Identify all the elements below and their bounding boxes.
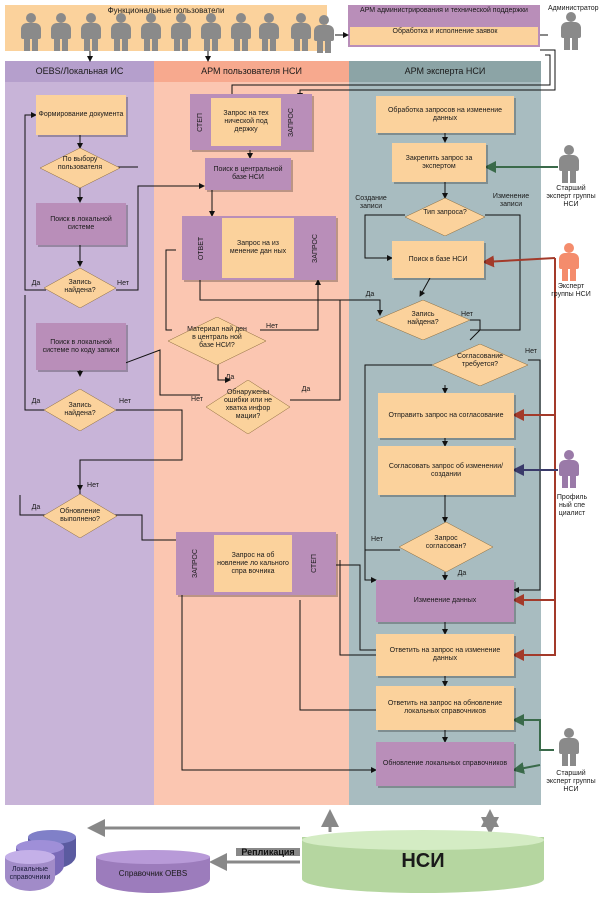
admin-box-title: АРМ администрирования и технической подд…	[360, 7, 528, 14]
request-approved-diamond	[399, 522, 493, 572]
user-icon	[290, 13, 312, 51]
change-record-label: Изменение записи	[492, 193, 530, 208]
send-for-approval-box: Отправить запрос на согласование	[378, 393, 514, 438]
record-found-diamond-2	[44, 389, 116, 431]
record-found-diamond-1	[44, 268, 116, 308]
oebs-ref-label: Справочник OEBS	[118, 869, 188, 878]
request-type-label: Тип запроса?	[423, 209, 467, 216]
administrator-icon	[560, 12, 582, 50]
update-local-box: Обновление локальных справочников	[376, 742, 514, 786]
senior-expert-label: Старший эксперт группы НСИ	[546, 185, 596, 208]
profile-specialist-label: Профиль ный спе циалист	[556, 494, 588, 517]
assign-expert-box: Закрепить запрос за экспертом	[392, 143, 486, 182]
by-choice-diamond	[40, 148, 120, 188]
no-label: Нет	[461, 311, 473, 318]
steg-label-1: СТЕП	[197, 112, 204, 132]
no-label: Нет	[119, 398, 131, 405]
answer-label: ОТВЕТ	[198, 236, 206, 260]
mat-in-central-label: Материал най ден в централь ной базе НСИ…	[187, 326, 247, 349]
user-icon	[20, 13, 42, 51]
by-choice-label: По выбору пользователя	[57, 156, 103, 171]
request-type-diamond	[405, 198, 485, 236]
answer-update-local-box: Ответить на запрос на обновление локальн…	[376, 686, 514, 730]
yes-label: Да	[365, 291, 375, 298]
yes-label: Да	[31, 280, 41, 287]
no-label: Нет	[525, 348, 537, 355]
update-local-request-body: Запрос на об новление ло кального спра в…	[214, 535, 292, 592]
no-label: Нет	[117, 280, 129, 287]
no-label: Нет	[266, 323, 278, 330]
local-refs-db	[5, 850, 55, 892]
record-found-2-label: Запись найдена?	[64, 402, 96, 417]
process-requests-box: Обработка запросов на изменение данных	[376, 96, 514, 133]
approval-needed-diamond	[432, 344, 528, 386]
replication-label: Репликация	[236, 848, 300, 857]
request-label-2: ЗАПРОС	[311, 233, 319, 263]
admin-desk-icon	[313, 15, 335, 53]
nsi-db	[302, 830, 544, 896]
approve-request-box: Согласовать запрос об изменении/создании	[378, 446, 514, 495]
yes-label: Да	[31, 504, 41, 511]
user-icon	[110, 13, 132, 51]
user-icon	[230, 13, 252, 51]
user-icon	[80, 13, 102, 51]
user-icon	[140, 13, 162, 51]
local-refs-label: Локальные справочники	[9, 866, 51, 881]
no-label: Нет	[371, 536, 383, 543]
record-found-3-label: Запись найдена?	[407, 311, 439, 326]
profile-specialist-icon	[558, 450, 580, 488]
errors-found-diamond	[206, 380, 290, 434]
request-label-3: ЗАПРОС	[191, 549, 199, 578]
no-label: Нет	[191, 396, 203, 403]
lane-left-header: OEBS/Локальная ИС	[5, 61, 154, 82]
update-done-label: Обновление выполнено?	[59, 508, 101, 523]
nsi-expert-label: Эксперт группы НСИ	[551, 283, 591, 298]
senior-expert-2-label: Старший эксперт группы НСИ	[546, 770, 596, 793]
change-data-box: Изменение данных	[376, 580, 514, 622]
user-icon	[170, 13, 192, 51]
nsi-label: НСИ	[401, 850, 445, 872]
yes-label: Да	[225, 374, 235, 381]
yes-label: Да	[301, 386, 311, 393]
answer-change-box: Ответить на запрос на изменение данных	[376, 634, 514, 676]
nsi-expert-icon	[558, 243, 580, 281]
update-done-diamond	[43, 494, 117, 538]
lane-right-header: АРМ эксперта НСИ	[349, 61, 541, 82]
user-icon	[50, 13, 72, 51]
mat-in-central-diamond	[168, 317, 266, 365]
local-code-search-box: Поиск в локальной системе по коду записи	[36, 323, 126, 370]
form-document-box: Формирование документа	[36, 95, 126, 135]
no-label: Нет	[87, 482, 99, 489]
steg-label-2: СТЕП	[310, 554, 318, 573]
lane-mid-header: АРМ пользователя НСИ	[154, 61, 349, 82]
user-icon	[258, 13, 280, 51]
record-found-1-label: Запись найдена?	[64, 279, 96, 294]
record-found-diamond-3	[376, 300, 470, 340]
admin-box-sub: Обработка и исполнение заявок	[392, 28, 498, 35]
senior-expert-2-icon	[558, 728, 580, 766]
approval-needed-label: Согласование требуется?	[457, 353, 503, 368]
yes-label: Да	[457, 570, 467, 577]
request-label-1: ЗАПРОС	[288, 107, 295, 137]
user-icon	[200, 13, 222, 51]
tech-request-body: Запрос на тех нической под держку	[211, 98, 281, 146]
admin-box-sub-bg	[350, 27, 538, 45]
change-request-body: Запрос на из менение дан ных	[222, 218, 294, 278]
local-search-box: Поиск в локальной системе	[36, 203, 126, 245]
errors-found-label: Обнаружены ошибки или не хватка инфор ма…	[224, 389, 272, 420]
request-approved-label: Запрос согласован?	[425, 535, 467, 550]
search-nsi-box: Поиск в базе НСИ	[392, 241, 484, 278]
oebs-ref-db	[96, 850, 210, 894]
administrator-label: Администратор	[548, 5, 599, 12]
create-record-label: Создание записи	[355, 195, 387, 210]
senior-expert-icon	[558, 145, 580, 183]
yes-label: Да	[31, 398, 41, 405]
users-bar-label: Функциональные пользователи	[107, 6, 225, 15]
central-search-box: Поиск в центральной базе НСИ	[205, 158, 291, 190]
